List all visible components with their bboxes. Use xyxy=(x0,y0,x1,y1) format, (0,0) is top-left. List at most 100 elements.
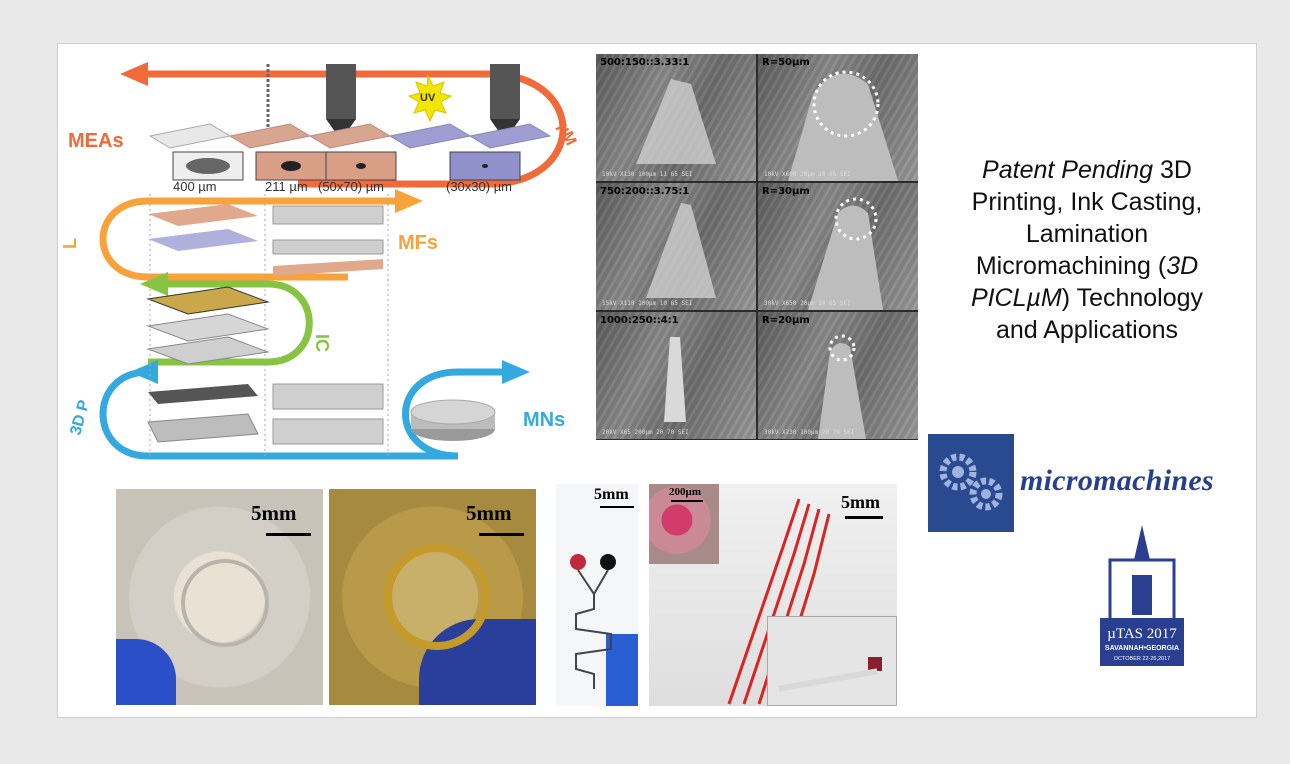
tip-circle-shape xyxy=(818,334,866,439)
zoom-dot-1 xyxy=(186,158,230,174)
inset-scale-label: 200µm xyxy=(669,486,702,498)
ic-arrowhead xyxy=(140,272,168,296)
photo-mea-amber: 5mm xyxy=(329,489,536,705)
title-italic-3d: 3D xyxy=(1166,252,1199,280)
tip-circle-shape xyxy=(808,197,883,310)
mfs-label: MFs xyxy=(398,232,438,254)
title-italic-patent: Patent Pending xyxy=(982,156,1154,184)
sem-cell-1: 500:150::3.33:1 10kV X130 100µm 11 65 SE… xyxy=(596,54,756,181)
mns-arrowhead xyxy=(502,360,530,384)
sem-label-1: 500:150::3.33:1 xyxy=(600,57,690,68)
side-view-reservoir xyxy=(868,657,882,671)
sem-scale-2: 10kV X600 20µm 10 65 SEI xyxy=(764,171,851,178)
title-technology: ) Technology xyxy=(1061,284,1204,312)
3dp-arrowhead xyxy=(130,360,158,384)
l-label: L xyxy=(60,238,80,249)
scale-label-4: 5mm xyxy=(841,492,880,512)
zoom-dot-3 xyxy=(356,163,366,169)
size-label-4: (30x30) µm xyxy=(446,179,512,194)
title-line-4: Micromachining (3D xyxy=(926,250,1248,282)
slide-title: Patent Pending 3D Printing, Ink Casting,… xyxy=(926,154,1248,346)
photo-mea-clear: 5mm xyxy=(116,489,323,705)
sem-scale-3: 15kV X110 100µm 10 65 SEI xyxy=(602,300,693,307)
title-italic-piclum: PICLµM xyxy=(970,284,1062,312)
photo-microfluidic-chip: 5mm xyxy=(556,484,638,706)
micromachines-wordmark: micromachines xyxy=(1020,464,1214,497)
mf-device-1 xyxy=(272,205,384,225)
inset-side-view xyxy=(767,616,897,706)
photo-3d-device: 200µm 5mm xyxy=(649,484,897,706)
mutas-fountain xyxy=(1132,575,1152,615)
microneedle-shape xyxy=(646,203,716,298)
nozzle-1-tip xyxy=(326,119,356,136)
substrate-4 xyxy=(388,123,472,149)
title-3d: 3D xyxy=(1153,156,1192,184)
scale-bar-3 xyxy=(600,506,634,508)
sem-cell-5: 1000:250::4:1 20kV X65 200µm 20 70 SEI xyxy=(596,312,756,439)
title-line-6: and Applications xyxy=(995,316,1179,344)
scale-bar-1 xyxy=(266,533,311,536)
mutas-2017-logo: µTAS 2017 SAVANNAH•GEORGIA OCTOBER 22-26… xyxy=(1100,525,1184,666)
sem-label-6: R=20µm xyxy=(762,315,810,326)
meas-label: MEAs xyxy=(68,130,124,152)
sem-scale-4: 30kV X650 20µm 10 65 SEI xyxy=(764,300,851,307)
side-view-device xyxy=(778,668,878,692)
mutas-date: OCTOBER 22-26,2017 xyxy=(1114,656,1170,662)
ic-arrow-path xyxy=(148,280,313,366)
size-label-3: (50x70) µm xyxy=(318,179,384,194)
3dp-layer-1 xyxy=(148,384,258,404)
mf-device-3 xyxy=(273,259,383,276)
mutas-title: µTAS 2017 xyxy=(1107,626,1177,642)
zoom-dot-4 xyxy=(482,164,488,168)
mf-layer-1 xyxy=(148,204,258,226)
mutas-spire xyxy=(1134,525,1150,560)
sem-image-grid: 500:150::3.33:1 10kV X130 100µm 11 65 SE… xyxy=(596,54,918,440)
sem-label-4: R=30µm xyxy=(762,186,810,197)
3dp-label: 3D P xyxy=(67,398,93,437)
ic-layer-3 xyxy=(146,336,270,365)
sem-cell-2: R=50µm 10kV X600 20µm 10 65 SEI xyxy=(758,54,918,181)
well-ring xyxy=(181,559,269,647)
inset-scale-bar xyxy=(671,500,703,502)
sem-scale-5: 20kV X65 200µm 20 70 SEI xyxy=(602,429,689,436)
title-micromachining: Micromachining ( xyxy=(975,252,1167,280)
sem-cell-4: R=30µm 30kV X650 20µm 10 65 SEI xyxy=(758,183,918,310)
ic-layer-1 xyxy=(146,286,270,315)
3dp-device-2 xyxy=(272,418,384,445)
sem-cell-3: 750:200::3.75:1 15kV X110 100µm 10 65 SE… xyxy=(596,183,756,310)
3dp-device-1 xyxy=(272,383,384,410)
sem-scale-1: 10kV X130 100µm 11 65 SEI xyxy=(602,171,693,178)
mn-disc-top xyxy=(410,399,496,425)
size-label-2: 211 µm xyxy=(265,179,308,194)
black-reservoir xyxy=(600,554,616,570)
scale-bar-4 xyxy=(845,516,883,519)
3dp-layer-2 xyxy=(147,413,259,443)
nozzle-2-tip xyxy=(490,119,520,136)
scale-label-1: 5mm xyxy=(251,501,297,525)
sem-label-2: R=50µm xyxy=(762,57,810,68)
nozzle-1 xyxy=(326,64,356,119)
sem-label-3: 750:200::3.75:1 xyxy=(600,186,690,197)
microneedle-shape xyxy=(664,337,686,422)
meas-arrowhead xyxy=(120,62,148,86)
title-line-3: Lamination xyxy=(1025,220,1149,248)
uv-label: UV xyxy=(420,92,436,104)
3dp-arrow-path xyxy=(99,368,513,460)
mns-label: MNs xyxy=(523,409,565,431)
micromachines-gear-logo xyxy=(928,434,1014,532)
ic-label: IC xyxy=(312,334,332,352)
uv-sun-icon xyxy=(407,74,453,123)
red-reservoir xyxy=(570,554,586,570)
title-line-5: PICLµM) Technology xyxy=(926,282,1248,314)
substrate-3 xyxy=(308,123,392,149)
sem-scale-6: 30kV X230 100µm 20 70 SEI xyxy=(764,429,855,436)
sem-cell-6: R=20µm 30kV X230 100µm 20 70 SEI xyxy=(758,312,918,439)
title-line-2: Printing, Ink Casting, xyxy=(971,188,1203,216)
slide: MEAs µM MFs L IC 3D P MNs UV 400 µm 211 … xyxy=(57,43,1257,718)
l-arrow-path xyxy=(99,197,408,281)
mutas-banner xyxy=(1100,618,1184,666)
scale-label-3: 5mm xyxy=(594,486,629,503)
substrate-5 xyxy=(468,123,552,149)
serpentine-channel xyxy=(575,569,612,689)
microneedle-shape xyxy=(636,79,716,164)
